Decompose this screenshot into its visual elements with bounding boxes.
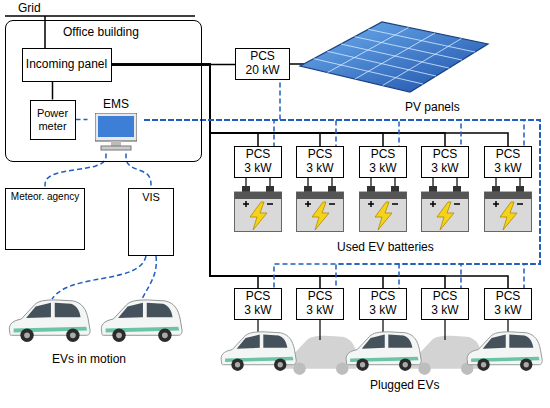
- node-label: Meteor. agency: [11, 191, 79, 203]
- node-label: PCS 3 kW: [367, 290, 399, 318]
- pcs-box: PCS 3 kW: [296, 146, 344, 178]
- power-line: [112, 65, 509, 289]
- battery-cables: [246, 178, 520, 186]
- communication-link: [145, 120, 462, 146]
- text-label: PV panels: [405, 100, 460, 114]
- pv-panel: [300, 22, 488, 92]
- agency-box: Meteor. agency: [5, 188, 85, 250]
- node-label: Power meter: [33, 107, 73, 132]
- pcs-box: PCS 3 kW: [484, 288, 532, 320]
- pcs-box: PCS 3 kW: [484, 146, 532, 178]
- communication-link: [145, 120, 541, 288]
- node-label: PCS 3 kW: [367, 148, 399, 176]
- text-label: EVs in motion: [52, 352, 126, 366]
- node-label: PCS 3 kW: [304, 290, 336, 318]
- communication-link: [76, 119, 88, 121]
- node-label: Incoming panel: [26, 58, 107, 72]
- pcs-box: PCS 3 kW: [359, 146, 407, 178]
- pcs-box: PCS 3 kW: [234, 146, 282, 178]
- communication-link: [145, 120, 541, 288]
- node-label: EMS: [103, 98, 129, 112]
- communication-link: [145, 120, 337, 146]
- ems-unit: EMS: [88, 96, 145, 154]
- node-label: VIS: [142, 191, 160, 204]
- pcs-box: PCS 3 kW: [359, 288, 407, 320]
- node-label: PCS 3 kW: [242, 148, 274, 176]
- pcs-box: PCS 20 kW: [235, 48, 290, 80]
- communication-link: [126, 154, 151, 189]
- node-label: PCS 3 kW: [304, 148, 336, 176]
- power-line: [112, 65, 384, 289]
- node-label: PCS 3 kW: [242, 290, 274, 318]
- communication-link: [145, 120, 541, 288]
- node-label: PCS 3 kW: [429, 148, 461, 176]
- node-label: PCS 20 kW: [245, 50, 281, 78]
- node-label: PCS 3 kW: [429, 290, 461, 318]
- text-label: Grid: [18, 1, 41, 15]
- pcs-box: PCS 3 kW: [421, 288, 469, 320]
- communication-link: [45, 154, 106, 189]
- pcs-box: PCS 3 kW: [234, 288, 282, 320]
- power-line: [52, 82, 54, 100]
- panel-box: Incoming panel: [22, 48, 112, 82]
- text-label: Used EV batteries: [337, 240, 434, 254]
- plugged-ev: [221, 332, 542, 371]
- communication-link: [145, 120, 541, 288]
- meter-box: Power meter: [30, 100, 76, 140]
- communication-link: [145, 120, 275, 146]
- text-label: Plugged EVs: [370, 378, 439, 392]
- wireless-link: [52, 256, 156, 299]
- node-label: PCS 3 kW: [492, 148, 524, 176]
- node-label: PCS 3 kW: [492, 290, 524, 318]
- power-line: [112, 65, 509, 147]
- pcs-box: PCS 3 kW: [421, 146, 469, 178]
- node-label: Office building: [63, 26, 139, 40]
- power-line: [112, 65, 321, 289]
- used-ev-battery: [235, 186, 532, 232]
- moving-ev: [9, 300, 182, 342]
- building-outline: Incoming panelPower meter EMS Office build…: [5, 20, 202, 162]
- vis-box: VIS: [128, 188, 174, 256]
- power-line: [112, 65, 446, 289]
- communication-link: [145, 120, 400, 146]
- communication-link: [145, 120, 541, 288]
- communication-link: [145, 80, 281, 120]
- pcs-box: PCS 3 kW: [296, 288, 344, 320]
